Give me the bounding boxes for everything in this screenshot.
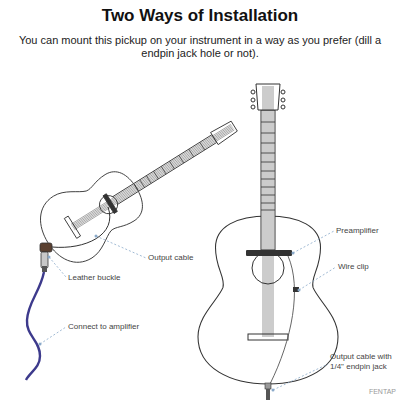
subtitle: You can mount this pickup on your instru… <box>12 34 388 60</box>
leader-line <box>40 231 336 390</box>
part-label: Output cable with 1/4" endpin jack <box>330 352 398 371</box>
watermark: FENTAP <box>340 388 396 396</box>
part-label: Output cable <box>148 253 218 263</box>
part-label: Leather buckle <box>68 273 148 283</box>
guitar-drawing <box>198 84 338 384</box>
part-label: Preamplifier <box>336 226 398 236</box>
part-label: Wire clip <box>338 262 396 272</box>
part-label: Connect to amplifier <box>68 322 168 332</box>
title: Two Ways of Installation <box>0 6 400 26</box>
